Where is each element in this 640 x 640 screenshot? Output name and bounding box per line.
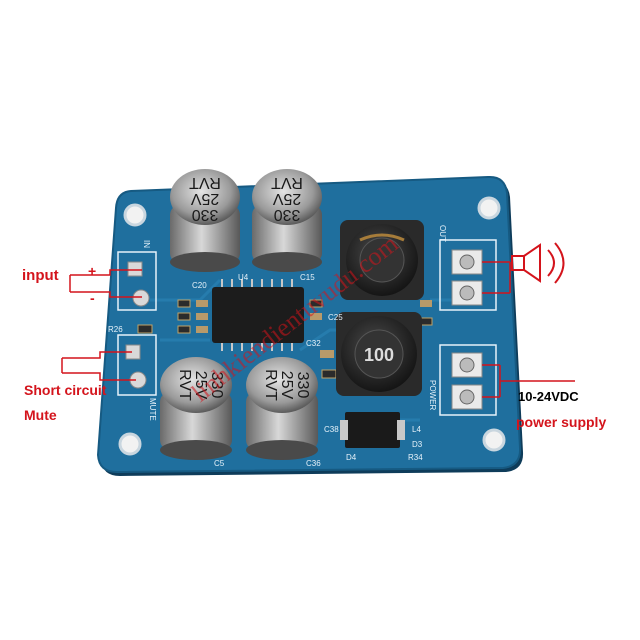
capacitor-value-text: 330 [294,372,311,399]
speaker-icon [511,242,565,284]
capacitor-voltage-text: 25V [272,190,301,207]
silkscreen-labels: U4 C15 C20 C25 C32 C5 C36 C38 R26 R34 D3… [108,225,447,468]
inductor-marking: 100 [364,345,394,365]
capacitor-series-text: RVT [271,174,303,191]
silk-label: D3 [412,440,423,449]
silk-label: C36 [306,459,321,468]
silk-label: R26 [108,325,123,334]
mounting-holes [118,196,506,456]
silk-label: R34 [408,453,423,462]
input-minus-sign: - [90,290,95,306]
capacitor-series-text: RVT [189,174,221,191]
capacitor-voltage-text: 25V [192,371,209,400]
amplifier-ic [212,279,304,351]
silk-label: C32 [306,339,321,348]
voltage-label: 10-24VDC [518,389,579,404]
capacitor-bottom-right: 330 25V RVT [246,357,318,460]
silk-label: C15 [300,273,315,282]
power-supply-label: power supply [516,414,607,430]
capacitor-value-text: 330 [208,372,225,399]
capacitor-top-left: 330 25V RVT [170,169,240,272]
capacitor-bottom-left: 330 25V RVT [160,357,232,460]
silk-label: L4 [412,425,421,434]
speaker-output-terminal [439,239,497,311]
mute-label: Mute [24,407,57,423]
silk-label: U4 [238,273,249,282]
silk-label: MUTE [148,398,157,421]
capacitor-voltage-text: 25V [190,190,219,207]
capacitor-series-text: RVT [262,369,279,401]
capacitor-voltage-text: 25V [278,371,295,400]
short-circuit-label: Short circuit [24,382,107,398]
power-input-terminal [439,344,497,416]
silk-label: C38 [324,425,339,434]
silk-label: C25 [328,313,343,322]
capacitor-value-text: 330 [274,206,301,223]
input-plus-sign: + [88,263,97,279]
capacitor-value-text: 330 [192,206,219,223]
capacitor-top-right: 330 25V RVT [252,169,322,272]
diode [340,412,405,448]
input-header [117,251,157,311]
silk-label: C5 [214,459,225,468]
silk-label: IN [142,240,151,248]
silk-label: C20 [192,281,207,290]
capacitor-series-text: RVT [176,369,193,401]
input-label: input [22,267,59,284]
silk-label: D4 [346,453,357,462]
silk-label: OUT [438,225,447,242]
inductor-top [340,220,424,300]
mute-header [117,334,157,396]
annotation-lines [61,261,575,398]
inductor-bottom: 100 [336,312,422,396]
silk-label: POWER [428,380,437,410]
